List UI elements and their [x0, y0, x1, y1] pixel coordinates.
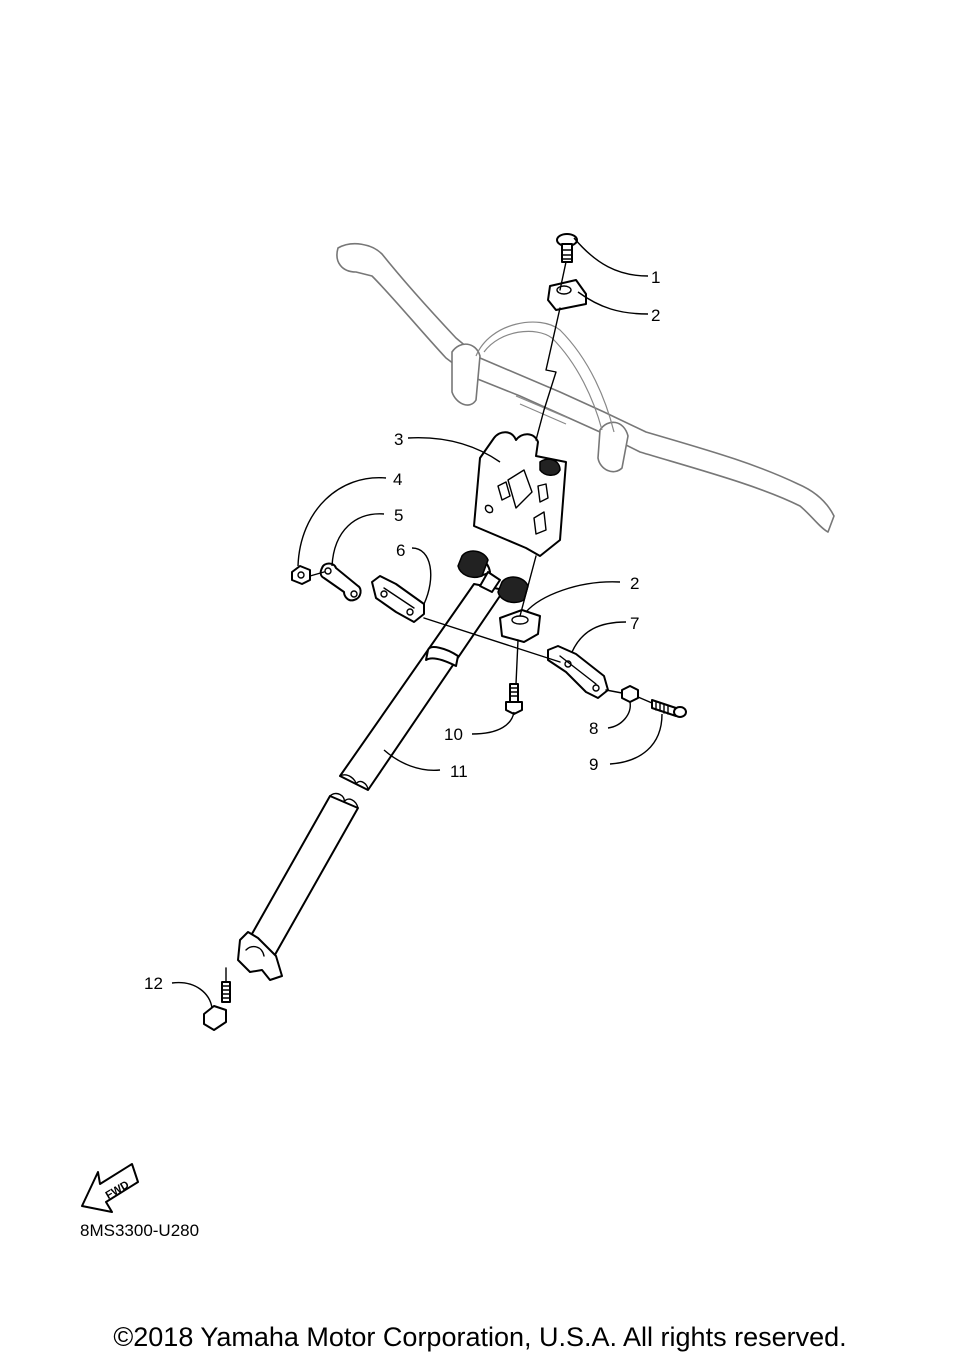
callout-11: 11 — [450, 762, 468, 781]
callout-2-lower: 2 — [630, 574, 639, 593]
part-3-riser-block — [473, 431, 567, 557]
callout-labels: 1 2 3 4 5 6 2 7 8 9 10 11 12 — [144, 268, 660, 993]
assembly-lines — [225, 261, 653, 983]
callout-10: 10 — [444, 725, 463, 744]
callout-6: 6 — [396, 541, 405, 560]
part-7-bracket — [547, 645, 609, 699]
part-10-bolt — [505, 683, 523, 715]
part-8-nut — [621, 685, 639, 703]
callout-8: 8 — [589, 719, 598, 738]
part-12-bolt — [203, 981, 231, 1031]
part-2-upper-clamp — [547, 279, 587, 311]
part-9-bolt — [651, 699, 687, 718]
part-5-link-arm — [319, 562, 362, 602]
leader-lines — [171, 237, 663, 1009]
part-11-steering-column — [237, 550, 529, 981]
callout-7: 7 — [630, 614, 639, 633]
callout-9: 9 — [589, 755, 598, 774]
diagram-code: 8MS3300-U280 — [80, 1221, 199, 1240]
part-4-nut — [291, 565, 311, 585]
part-6-bracket — [371, 575, 425, 623]
fwd-arrow-icon: FWD — [81, 1163, 139, 1213]
copyright-notice: ©2018 Yamaha Motor Corporation, U.S.A. A… — [113, 1322, 847, 1352]
callout-2-upper: 2 — [651, 306, 660, 325]
callout-12: 12 — [144, 974, 163, 993]
callout-1: 1 — [651, 268, 660, 287]
callout-5: 5 — [394, 506, 403, 525]
part-1-bolt — [556, 233, 578, 263]
callout-3: 3 — [394, 430, 403, 449]
handlebar-outline — [336, 242, 835, 533]
callout-4: 4 — [393, 470, 402, 489]
